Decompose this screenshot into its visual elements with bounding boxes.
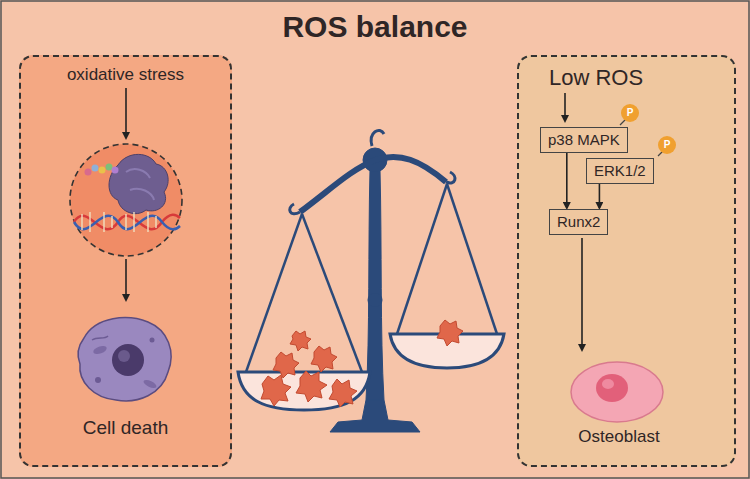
box-label: ERK1/2	[594, 162, 646, 179]
process-box: ERK1/2	[586, 158, 654, 184]
process-box: Runx2	[549, 209, 608, 235]
panel-text: Cell death	[21, 417, 230, 439]
phospho-label: P	[621, 104, 639, 122]
panel-text: Osteoblast	[559, 427, 679, 447]
panel-text: Low ROS	[549, 65, 643, 91]
stress-panel: oxidative stressCell death	[19, 55, 232, 467]
process-box: p38 MAPK	[540, 127, 628, 153]
arrow-connector	[566, 153, 568, 208]
panel-text: oxidative stress	[21, 65, 230, 85]
arrow-connector	[599, 184, 601, 208]
low-ros-panel: Low ROS Osteoblast p38 MAPK ERK1/2Runx2	[517, 55, 736, 467]
diagram-title: ROS balance	[0, 10, 750, 44]
box-label: Runx2	[557, 213, 600, 230]
phospho-label: P	[658, 136, 676, 154]
box-label: p38 MAPK	[548, 131, 620, 148]
